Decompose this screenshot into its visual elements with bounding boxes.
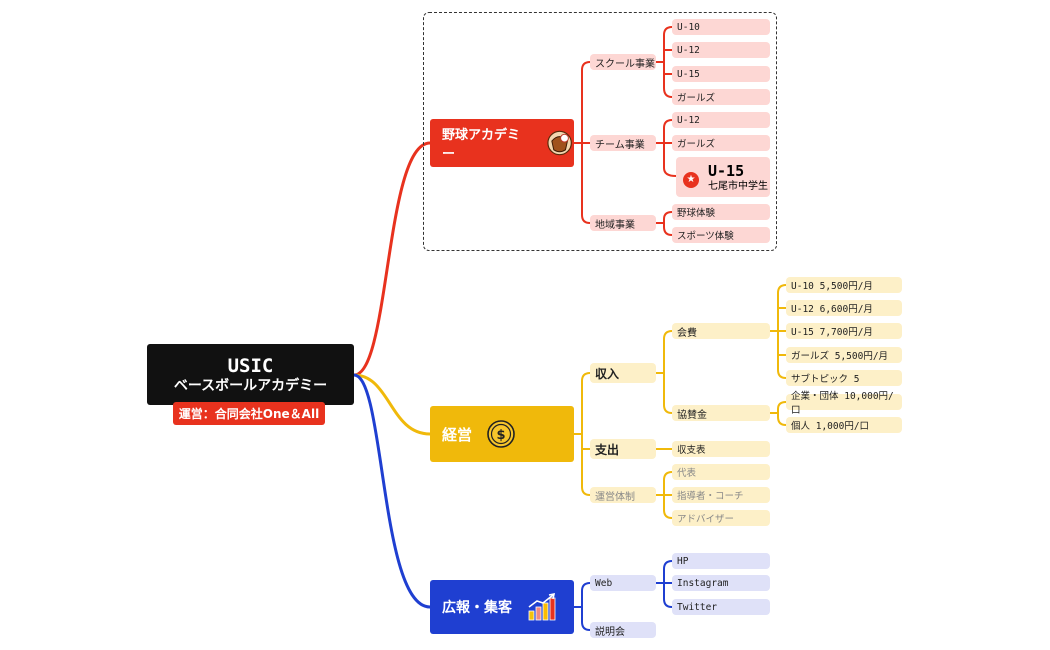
root-subtitle: ベースボールアカデミー [173, 377, 328, 394]
web-instagram[interactable]: Instagram [672, 575, 770, 591]
briefing-node[interactable]: 説明会 [590, 622, 656, 638]
team-u15-title: U-15 [708, 161, 745, 180]
sponsor-individual[interactable]: 個人 1,000円/口 [786, 417, 902, 433]
root-node[interactable]: USIC ベースボールアカデミー [147, 344, 354, 405]
structure-coaches[interactable]: 指導者・コーチ [672, 487, 770, 503]
academy-boundary [423, 12, 777, 251]
fees-node[interactable]: 会費 [672, 323, 770, 339]
expense-statement[interactable]: 収支表 [672, 441, 770, 457]
school-u12[interactable]: U-12 [672, 42, 770, 58]
fee-u12[interactable]: U-12 6,600円/月 [786, 300, 902, 316]
school-u15[interactable]: U-15 [672, 66, 770, 82]
pr-label: 広報・集客 [442, 600, 512, 616]
community-sports-experience[interactable]: スポーツ体験 [672, 227, 770, 243]
fee-u10[interactable]: U-10 5,500円/月 [786, 277, 902, 293]
fee-subtopic-5[interactable]: サブトピック 5 [786, 370, 902, 386]
growth-chart-icon [528, 592, 556, 621]
structure-representative[interactable]: 代表 [672, 464, 770, 480]
school-girls[interactable]: ガールズ [672, 89, 770, 105]
management-label: 経営 [442, 425, 473, 444]
team-u15-featured[interactable]: ★ U-15 七尾市中学生 [676, 157, 770, 197]
academy-node[interactable]: 野球アカデミー [430, 119, 574, 167]
fee-u15[interactable]: U-15 7,700円/月 [786, 323, 902, 339]
management-node[interactable]: 経営 $ [430, 406, 574, 462]
web-twitter[interactable]: Twitter [672, 599, 770, 615]
star-icon: ★ [683, 172, 699, 188]
school-business-node[interactable]: スクール事業 [590, 54, 656, 70]
pr-node[interactable]: 広報・集客 [430, 580, 574, 634]
web-node[interactable]: Web [590, 575, 656, 591]
community-business-node[interactable]: 地域事業 [590, 215, 656, 231]
root-title: USIC [227, 354, 274, 377]
team-u12[interactable]: U-12 [672, 112, 770, 128]
team-u15-subtitle: 七尾市中学生 [708, 180, 768, 192]
svg-text:$: $ [496, 428, 505, 443]
school-u10[interactable]: U-10 [672, 19, 770, 35]
operations-structure-node[interactable]: 運営体制 [590, 487, 656, 503]
web-hp[interactable]: HP [672, 553, 770, 569]
baseball-glove-icon [547, 130, 572, 156]
team-business-node[interactable]: チーム事業 [590, 135, 656, 151]
sponsor-corporate[interactable]: 企業・団体 10,000円/口 [786, 391, 902, 416]
sponsorship-node[interactable]: 協賛金 [672, 405, 770, 421]
academy-label: 野球アカデミー [442, 128, 521, 162]
expense-node[interactable]: 支出 [590, 439, 656, 459]
structure-advisor[interactable]: アドバイザー [672, 510, 770, 526]
team-girls[interactable]: ガールズ [672, 135, 770, 151]
income-node[interactable]: 収入 [590, 363, 656, 383]
fee-girls[interactable]: ガールズ 5,500円/月 [786, 347, 902, 363]
community-baseball-experience[interactable]: 野球体験 [672, 204, 770, 220]
root-operator-label: 運営：合同会社One＆All [173, 402, 325, 425]
coin-icon: $ [487, 420, 515, 448]
